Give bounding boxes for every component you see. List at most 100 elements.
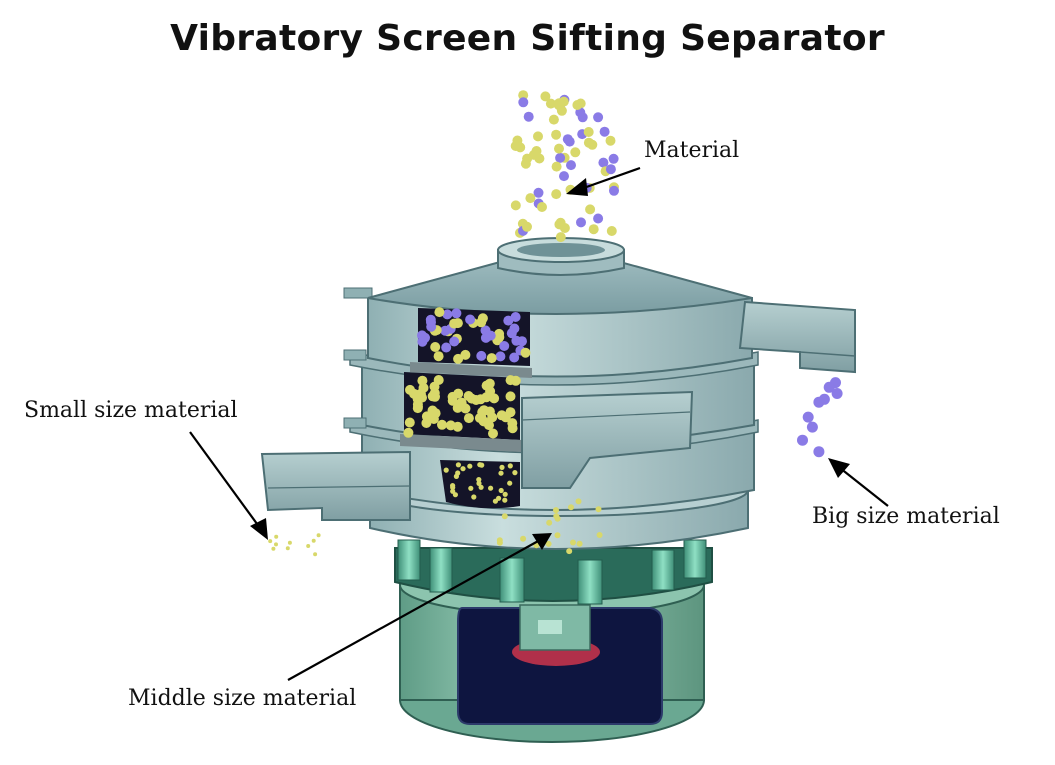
top-deck-particle: [426, 321, 437, 332]
middle-output-particle: [553, 513, 560, 520]
middle-output-particle: [575, 498, 582, 505]
feed-particle: [555, 152, 566, 163]
spring-coils: [397, 539, 707, 605]
top-deck-particle: [485, 330, 496, 341]
feed-particle: [572, 100, 583, 110]
big-size-outlet-chute: [738, 300, 856, 374]
top-deck-particle: [451, 308, 462, 319]
middle-deck-particle: [488, 428, 498, 439]
bottom-deck-particle: [455, 470, 461, 476]
middle-output-particle: [496, 539, 503, 546]
feed-particle: [585, 204, 596, 215]
middle-deck-particle: [445, 420, 456, 431]
feed-particle: [598, 157, 609, 168]
middle-deck-particle: [456, 398, 467, 409]
feed-particle: [522, 221, 532, 232]
top-deck-particle: [486, 353, 497, 364]
arrow-small-size: [189, 431, 268, 540]
big-output-particle: [831, 388, 843, 399]
middle-output-particle: [566, 548, 573, 555]
bottom-deck-particle: [478, 484, 484, 490]
bottom-deck-particle: [471, 494, 477, 500]
middle-deck-particle: [484, 420, 494, 431]
feed-particle: [609, 185, 619, 196]
feed-particle: [554, 219, 565, 230]
bottom-deck-particle: [499, 464, 505, 470]
middle-deck-particle: [484, 378, 495, 389]
top-deck-particle: [517, 336, 527, 347]
top-deck-particle: [494, 332, 505, 343]
small-output-particle: [285, 546, 290, 551]
small-output-particle: [287, 540, 292, 545]
feed-particle: [520, 158, 531, 169]
small-output-particle: [268, 539, 273, 544]
label-material: Material: [644, 138, 740, 163]
feed-particle: [533, 131, 543, 142]
arrow-middle-size: [287, 533, 552, 681]
feed-particle: [556, 105, 567, 116]
middle-output-particle: [568, 504, 574, 511]
small-output-particle: [311, 538, 316, 543]
small-size-outlet-chute: [260, 450, 411, 521]
top-deck-particle: [509, 323, 520, 334]
middle-deck-particle: [505, 375, 516, 386]
top-deck-particle: [449, 318, 460, 329]
material-particles: [268, 90, 843, 557]
top-deck-particle: [476, 350, 487, 361]
middle-deck-particle: [417, 392, 427, 403]
bottom-deck-particle: [452, 492, 458, 498]
big-output-particle: [813, 446, 825, 458]
middle-size-outlet-chute: [521, 390, 694, 489]
feed-particle: [551, 189, 562, 200]
big-output-particle: [813, 396, 825, 408]
small-output-particle: [316, 533, 321, 538]
feed-particle: [576, 217, 586, 228]
middle-output-particle: [553, 507, 559, 514]
feed-particle: [523, 111, 534, 122]
middle-deck-particle: [453, 388, 464, 399]
feed-particle: [555, 232, 566, 243]
top-deck-particle: [460, 349, 471, 360]
small-output-particle: [274, 534, 279, 539]
top-deck-particle: [430, 342, 441, 352]
feed-particle: [545, 98, 556, 109]
bottom-deck-particle: [512, 470, 518, 476]
top-deck-particle: [520, 347, 531, 358]
label-big-size-material: Big size material: [812, 504, 1000, 529]
feed-particle: [566, 160, 576, 171]
bottom-deck-particle: [476, 480, 482, 486]
bottom-deck-particle: [488, 485, 494, 491]
feed-particle: [583, 137, 594, 148]
top-deck-particle: [495, 351, 506, 362]
middle-output-particle: [501, 513, 508, 520]
bottom-deck-particle: [507, 480, 513, 486]
feed-particle: [562, 134, 573, 145]
feed-particle: [605, 164, 616, 175]
top-deck-particle: [509, 352, 520, 363]
feed-particle: [577, 112, 588, 123]
feed-particle: [605, 135, 616, 146]
feed-particle: [548, 114, 559, 125]
middle-deck-particle: [463, 413, 474, 424]
feed-particle: [608, 153, 619, 164]
bottom-deck-particle: [492, 498, 498, 504]
feed-particle: [537, 202, 547, 212]
middle-deck-particle: [413, 401, 423, 412]
big-output-particle: [797, 434, 808, 446]
bottom-deck-particle: [498, 487, 504, 494]
feed-particle: [515, 142, 526, 153]
feed-particle: [533, 187, 544, 198]
feed-particle: [554, 143, 564, 154]
feed-particle: [606, 226, 617, 236]
bottom-deck-particle: [502, 497, 508, 503]
middle-deck-particle: [433, 375, 444, 385]
bottom-deck-particle: [502, 491, 508, 497]
spring-ring: [394, 539, 713, 605]
top-deck-particle: [449, 336, 460, 347]
arrow-material: [566, 166, 641, 196]
feed-particle: [570, 147, 581, 158]
middle-deck-particle: [496, 410, 507, 421]
label-small-size-material: Small size material: [24, 398, 238, 423]
feed-particle: [525, 193, 536, 204]
small-output-particle: [271, 546, 276, 551]
